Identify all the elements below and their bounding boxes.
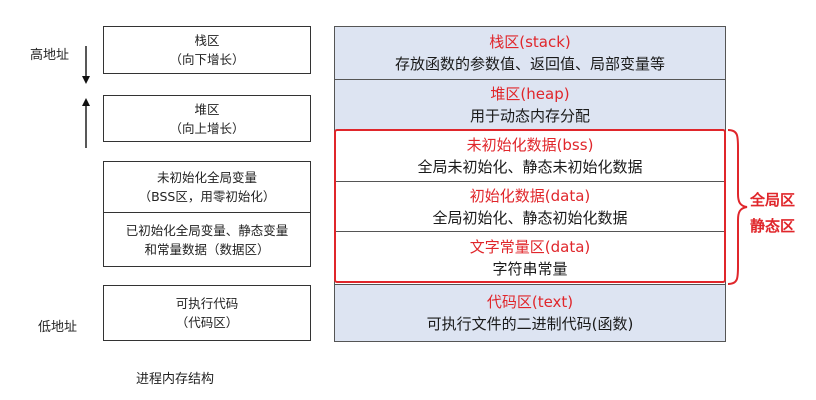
segment-bss: 未初始化数据(bss) 全局未初始化、静态未初始化数据 xyxy=(335,130,725,181)
left-stack-title: 栈区 xyxy=(194,33,220,48)
left-text-box: 可执行代码 （代码区） xyxy=(103,285,311,341)
static-area-label: 静态区 xyxy=(750,217,796,235)
left-heap-box: 堆区 （向上增长） xyxy=(103,95,311,142)
segment-data-desc: 全局初始化、静态初始化数据 xyxy=(432,208,628,227)
global-area-label: 全局区 xyxy=(750,191,796,209)
segment-rodata-title: 文字常量区(data) xyxy=(469,238,591,256)
segment-rodata: 文字常量区(data) 字符串常量 xyxy=(335,231,725,284)
diagram-caption: 进程内存结构 xyxy=(136,372,215,387)
segment-stack-title: 栈区(stack) xyxy=(489,33,571,51)
segment-data: 初始化数据(data) 全局初始化、静态初始化数据 xyxy=(335,181,725,231)
heap-up-arrow-icon xyxy=(82,98,90,148)
left-stack-box: 栈区 （向下增长） xyxy=(103,26,311,74)
left-initialized-part: 已初始化全局变量、静态变量 和常量数据（数据区） xyxy=(104,212,310,266)
high-address-label: 高地址 xyxy=(30,48,70,63)
growth-arrows xyxy=(82,46,90,148)
segment-data-title: 初始化数据(data) xyxy=(469,186,591,205)
segment-text-title: 代码区(text) xyxy=(486,293,574,311)
left-data-note: 和常量数据（数据区） xyxy=(144,241,270,257)
low-address-label: 低地址 xyxy=(38,320,78,335)
segment-heap-title: 堆区(heap) xyxy=(490,85,570,103)
stack-down-arrow-icon xyxy=(82,46,90,84)
left-heap-title: 堆区 xyxy=(194,101,220,117)
curly-brace-icon xyxy=(727,129,748,285)
left-bss-part: 未初始化全局变量 （BSS区，用零初始化） xyxy=(104,162,310,212)
right-memory-diagram: 栈区(stack) 存放函数的参数值、返回值、局部变量等 堆区(heap) 用于… xyxy=(334,26,726,342)
segment-stack: 栈区(stack) 存放函数的参数值、返回值、局部变量等 xyxy=(335,27,725,79)
left-heap-note: （向上增长） xyxy=(169,120,245,136)
segment-bss-desc: 全局未初始化、静态未初始化数据 xyxy=(417,158,643,176)
segment-text: 代码区(text) 可执行文件的二进制代码(函数) xyxy=(335,284,725,341)
segment-stack-desc: 存放函数的参数值、返回值、局部变量等 xyxy=(394,55,665,73)
left-bss-note: （BSS区，用零初始化） xyxy=(138,189,276,204)
segment-heap: 堆区(heap) 用于动态内存分配 xyxy=(335,79,725,130)
segment-heap-desc: 用于动态内存分配 xyxy=(469,107,590,125)
left-bss-title: 未初始化全局变量 xyxy=(156,170,257,185)
left-text-title: 可执行代码 xyxy=(175,296,239,311)
left-data-box: 未初始化全局变量 （BSS区，用零初始化） 已初始化全局变量、静态变量 和常量数… xyxy=(103,161,311,267)
segment-bss-title: 未初始化数据(bss) xyxy=(466,136,594,154)
segment-rodata-desc: 字符串常量 xyxy=(492,260,568,278)
left-data-title: 已初始化全局变量、静态变量 xyxy=(125,222,289,238)
left-text-note: （代码区） xyxy=(175,315,239,330)
global-static-highlight-frame xyxy=(334,129,726,283)
left-stack-note: （向下增长） xyxy=(169,52,245,67)
segment-text-desc: 可执行文件的二进制代码(函数) xyxy=(426,315,634,333)
